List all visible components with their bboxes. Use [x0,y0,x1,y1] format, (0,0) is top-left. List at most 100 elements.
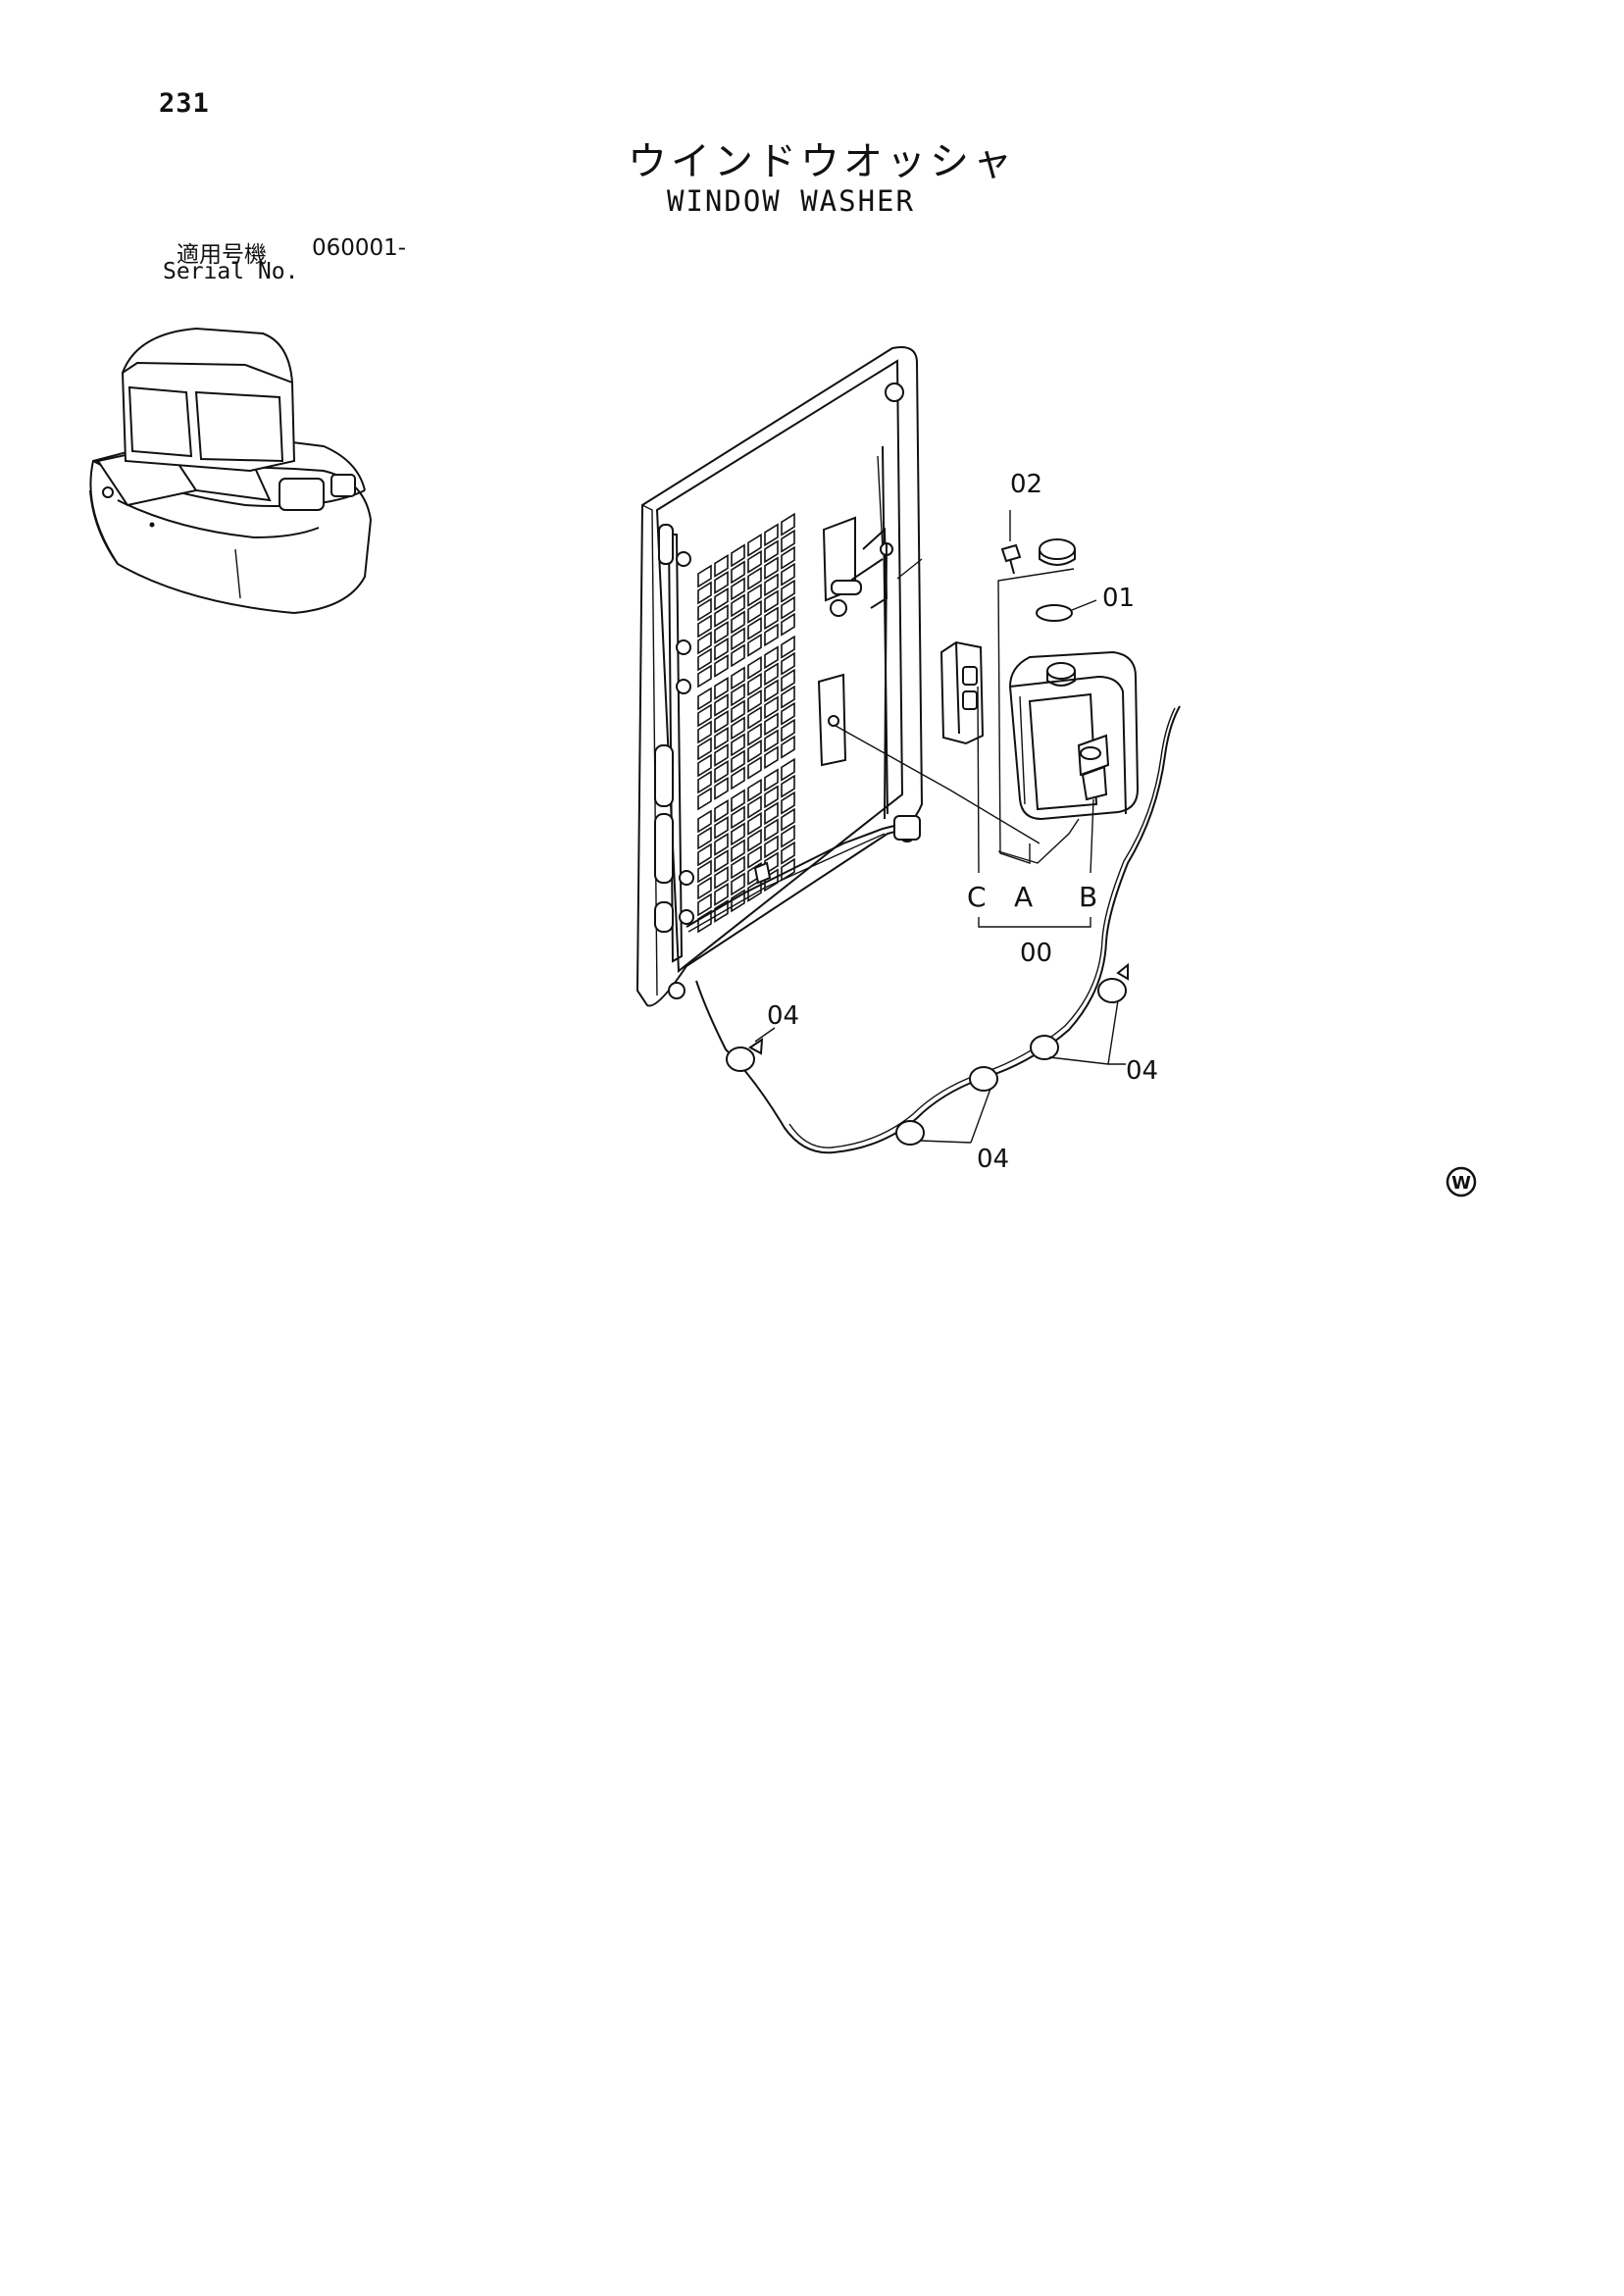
grid-cell [764,785,779,809]
grid-cell [781,545,795,570]
grid-cell [764,712,779,737]
grid-cell [764,835,779,859]
grid-cell [714,692,729,717]
grid-cell [781,651,795,676]
grid-cell [731,839,745,863]
grid-cell [781,735,795,759]
grid-cell [747,672,762,696]
grid-cell [747,549,762,574]
grid-cell [731,872,745,896]
grid-cell [764,606,779,631]
grid-cell [697,909,712,934]
machine-locator-illustration [89,327,373,615]
grid-cell [697,597,712,622]
corner-mark-symbol: W [1446,1166,1477,1198]
parts-diagram: 02 01 C A B 00 04 04 04 W [89,327,1477,1198]
grid-cell [697,826,712,850]
grid-cell [781,701,795,726]
callout-04-right: 04 [1126,1056,1158,1086]
grid-cell [697,787,712,811]
grid-cell [714,620,729,644]
grid-cell [697,842,712,867]
callout-04-bottom: 04 [977,1145,1009,1174]
grid-cell [731,643,745,668]
grid-cell [781,612,795,637]
grid-cell [697,614,712,638]
grid-cell [781,512,795,536]
grid-cell [731,822,745,846]
callout-ref-c: C [967,881,987,913]
grid-cell [697,753,712,778]
grid-cell [781,791,795,815]
grid-cell [747,689,762,713]
page-number: 231 [159,88,210,119]
grid-cell [764,662,779,687]
grid-cell [731,593,745,618]
grid-cell [747,828,762,852]
grid-cell [764,539,779,564]
grid-cell [714,882,729,906]
grid-cell [697,720,712,744]
grid-cell [731,610,745,635]
callout-00: 00 [1020,939,1052,968]
grid-cell [747,844,762,869]
grid-cell [764,745,779,770]
grid-cell [764,679,779,703]
grid-cell [764,818,779,842]
grid-cell [731,766,745,791]
title-japanese: ウインドウオッシャ [628,139,1016,184]
serial-label-english: Serial No. [163,259,299,284]
grid-cell [697,687,712,711]
grid-cell [764,523,779,547]
grid-cell [747,755,762,780]
grid-cell [747,533,762,557]
callout-ref-b: B [1079,881,1097,913]
grid-cell [697,564,712,588]
grid-cell [714,676,729,700]
grid-cell [781,718,795,742]
grid-cell [781,668,795,692]
grid-cell [731,749,745,774]
grid-cell [697,631,712,655]
grid-cell [747,739,762,763]
grid-cell [697,703,712,728]
grid-cell [731,855,745,880]
washer-tank-assembly [695,510,1181,1154]
grid-cell [714,637,729,661]
title-english: WINDOW WASHER [667,184,915,218]
callout-04-left: 04 [767,1001,799,1031]
grid-cell [697,876,712,900]
grid-cell [747,778,762,802]
serial-label-japanese: 適用号機 [177,242,267,268]
grid-cell [764,589,779,614]
grid-cell [731,683,745,707]
grid-cell [714,653,729,678]
grid-cell [747,705,762,730]
grid-cell [781,857,795,882]
grid-cell [697,647,712,672]
grid-cell [781,774,795,798]
grid-cell [714,553,729,578]
grid-cell [697,859,712,884]
grid-cell [764,768,779,792]
serial-number-value: 060001- [312,235,407,261]
grid-cell [764,695,779,720]
grid-cell [781,595,795,620]
grid-cell [714,742,729,767]
grid-cell [747,722,762,746]
grid-cell [714,815,729,840]
grid-cell [781,529,795,553]
grid-cell [781,824,795,848]
hinge-bolts [668,551,694,999]
grid-cell [764,573,779,597]
grid-cell [747,616,762,640]
grid-cell [714,709,729,734]
grid-cell [764,556,779,581]
grid-cell [731,627,745,651]
grid-cell [714,776,729,800]
grid-cell [781,841,795,865]
grid-cell [781,635,795,659]
grid-cell [781,562,795,587]
grid-cell [714,570,729,594]
grid-cell [697,581,712,605]
